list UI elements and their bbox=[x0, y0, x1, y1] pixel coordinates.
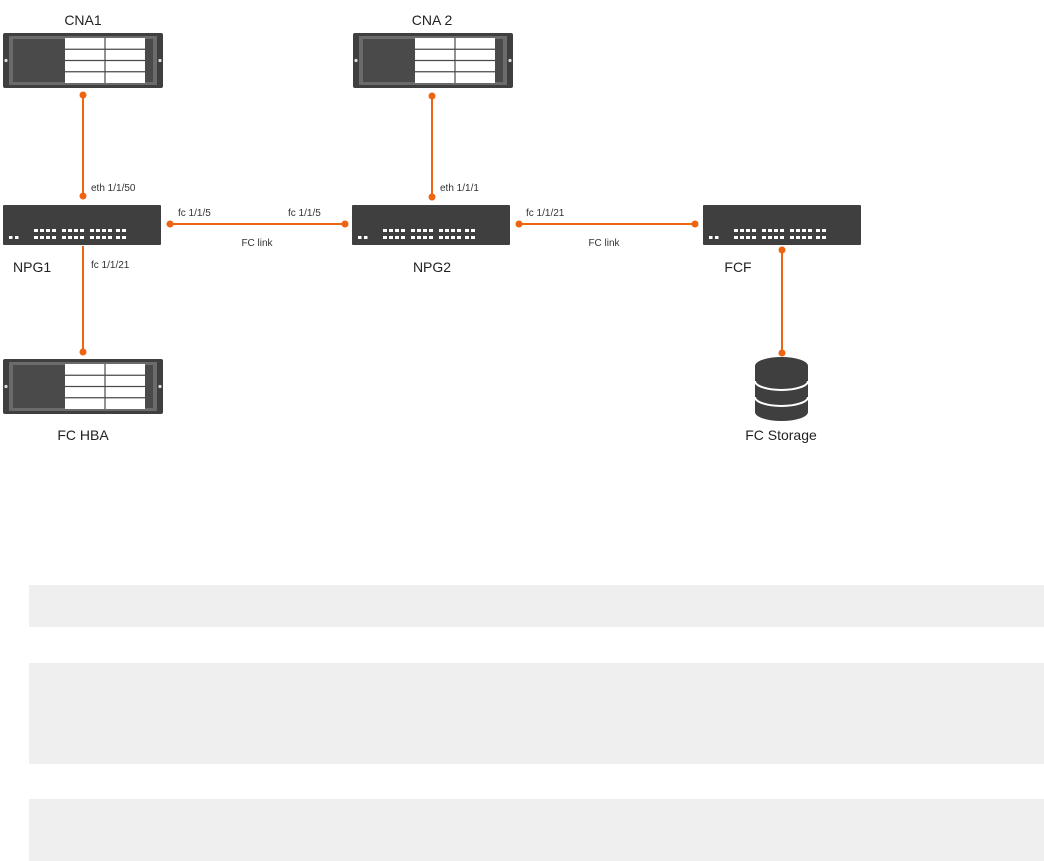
network-topology-diagram: CNA1 CNA 2 NPG1 NPG2 FCF FC HBA FC Stora… bbox=[2, 12, 861, 443]
npg2-fcf-link-label: FC link bbox=[588, 238, 620, 249]
npg1-fc-right-port-label: fc 1/1/5 bbox=[178, 208, 211, 219]
content-block-2 bbox=[29, 663, 1044, 764]
npg1-eth-port-label: eth 1/1/50 bbox=[91, 183, 136, 194]
fc-storage-icon bbox=[754, 357, 809, 421]
npg2-switch-icon bbox=[352, 205, 510, 245]
cna1-server-icon bbox=[2, 32, 164, 89]
npg2-fc-left-port-label: fc 1/1/5 bbox=[288, 208, 321, 219]
npg1-switch-icon bbox=[3, 205, 161, 245]
npg2-fc-right-port-label: fc 1/1/21 bbox=[526, 208, 565, 219]
npg2-label: NPG2 bbox=[413, 259, 451, 275]
fc-hba-server-icon bbox=[2, 358, 164, 415]
npg1-fc-down-port-label: fc 1/1/21 bbox=[91, 260, 130, 271]
npg1-npg2-link-label: FC link bbox=[241, 238, 273, 249]
links bbox=[79, 91, 786, 357]
fc-hba-label: FC HBA bbox=[57, 427, 109, 443]
cna2-label: CNA 2 bbox=[412, 12, 453, 28]
content-block-3 bbox=[29, 799, 1044, 861]
npg1-label: NPG1 bbox=[13, 259, 51, 275]
cna1-label: CNA1 bbox=[64, 12, 102, 28]
fc-storage-label: FC Storage bbox=[745, 427, 817, 443]
cna2-server-icon bbox=[352, 32, 514, 89]
npg2-eth-port-label: eth 1/1/1 bbox=[440, 183, 479, 194]
fcf-label: FCF bbox=[724, 259, 751, 275]
content-block-1 bbox=[29, 585, 1044, 627]
fcf-switch-icon bbox=[703, 205, 861, 245]
